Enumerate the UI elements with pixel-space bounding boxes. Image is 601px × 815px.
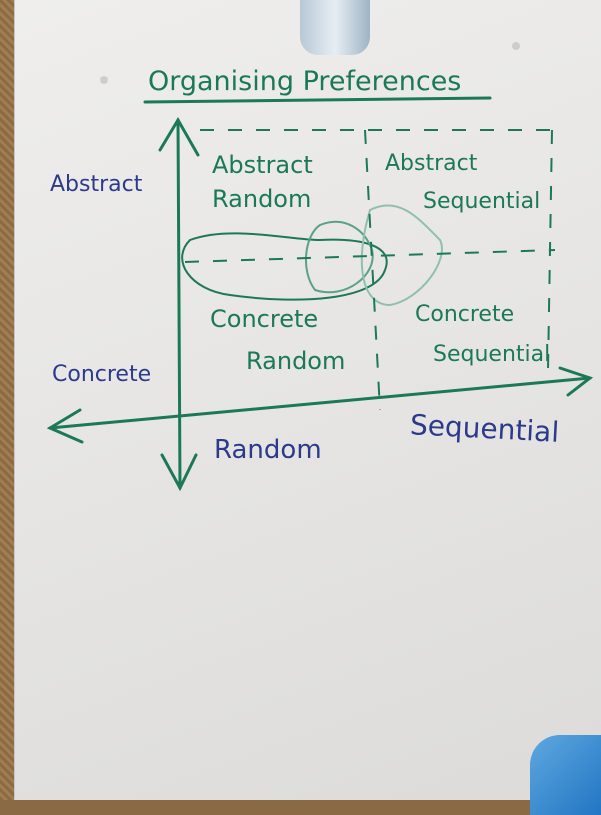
quadrant-line: Sequential	[433, 342, 551, 367]
arrow-left	[46, 408, 84, 444]
grid-middle	[184, 249, 556, 263]
paper-hole	[512, 42, 520, 50]
quadrant-concrete-random: Concrete Random	[210, 298, 345, 382]
blob-shape	[360, 204, 443, 307]
quadrant-abstract-random: Abstract Random	[212, 148, 313, 216]
arrow-down	[160, 453, 198, 492]
quadrant-line: Abstract	[385, 151, 478, 176]
quadrant-line: Abstract	[212, 151, 313, 179]
quadrant-line: Random	[246, 347, 346, 375]
grid-right	[547, 129, 553, 371]
water-bottle	[300, 0, 370, 55]
arrow-right	[558, 366, 594, 397]
axis-label-abstract: Abstract	[50, 172, 143, 197]
vertical-axis	[176, 118, 182, 490]
blob-shape	[181, 232, 388, 301]
quadrant-abstract-sequential: Abstract Sequential	[385, 145, 540, 221]
quadrant-concrete-sequential: Concrete Sequential	[415, 295, 550, 375]
arrow-up	[158, 117, 200, 157]
axis-label-random: Random	[214, 435, 322, 465]
horizontal-axis	[48, 376, 592, 430]
quadrant-line: Sequential	[423, 189, 541, 214]
page-title: Organising Preferences	[148, 66, 462, 97]
blob-shape	[304, 220, 374, 294]
paper-hole	[100, 76, 108, 84]
quadrant-line: Concrete	[210, 305, 319, 333]
quadrant-line: Random	[212, 185, 312, 213]
grid-vertical	[364, 129, 381, 411]
axis-label-concrete: Concrete	[52, 362, 152, 387]
title-underline	[143, 96, 492, 104]
flip-chart-paper	[14, 0, 601, 800]
quadrant-line: Concrete	[415, 302, 515, 327]
